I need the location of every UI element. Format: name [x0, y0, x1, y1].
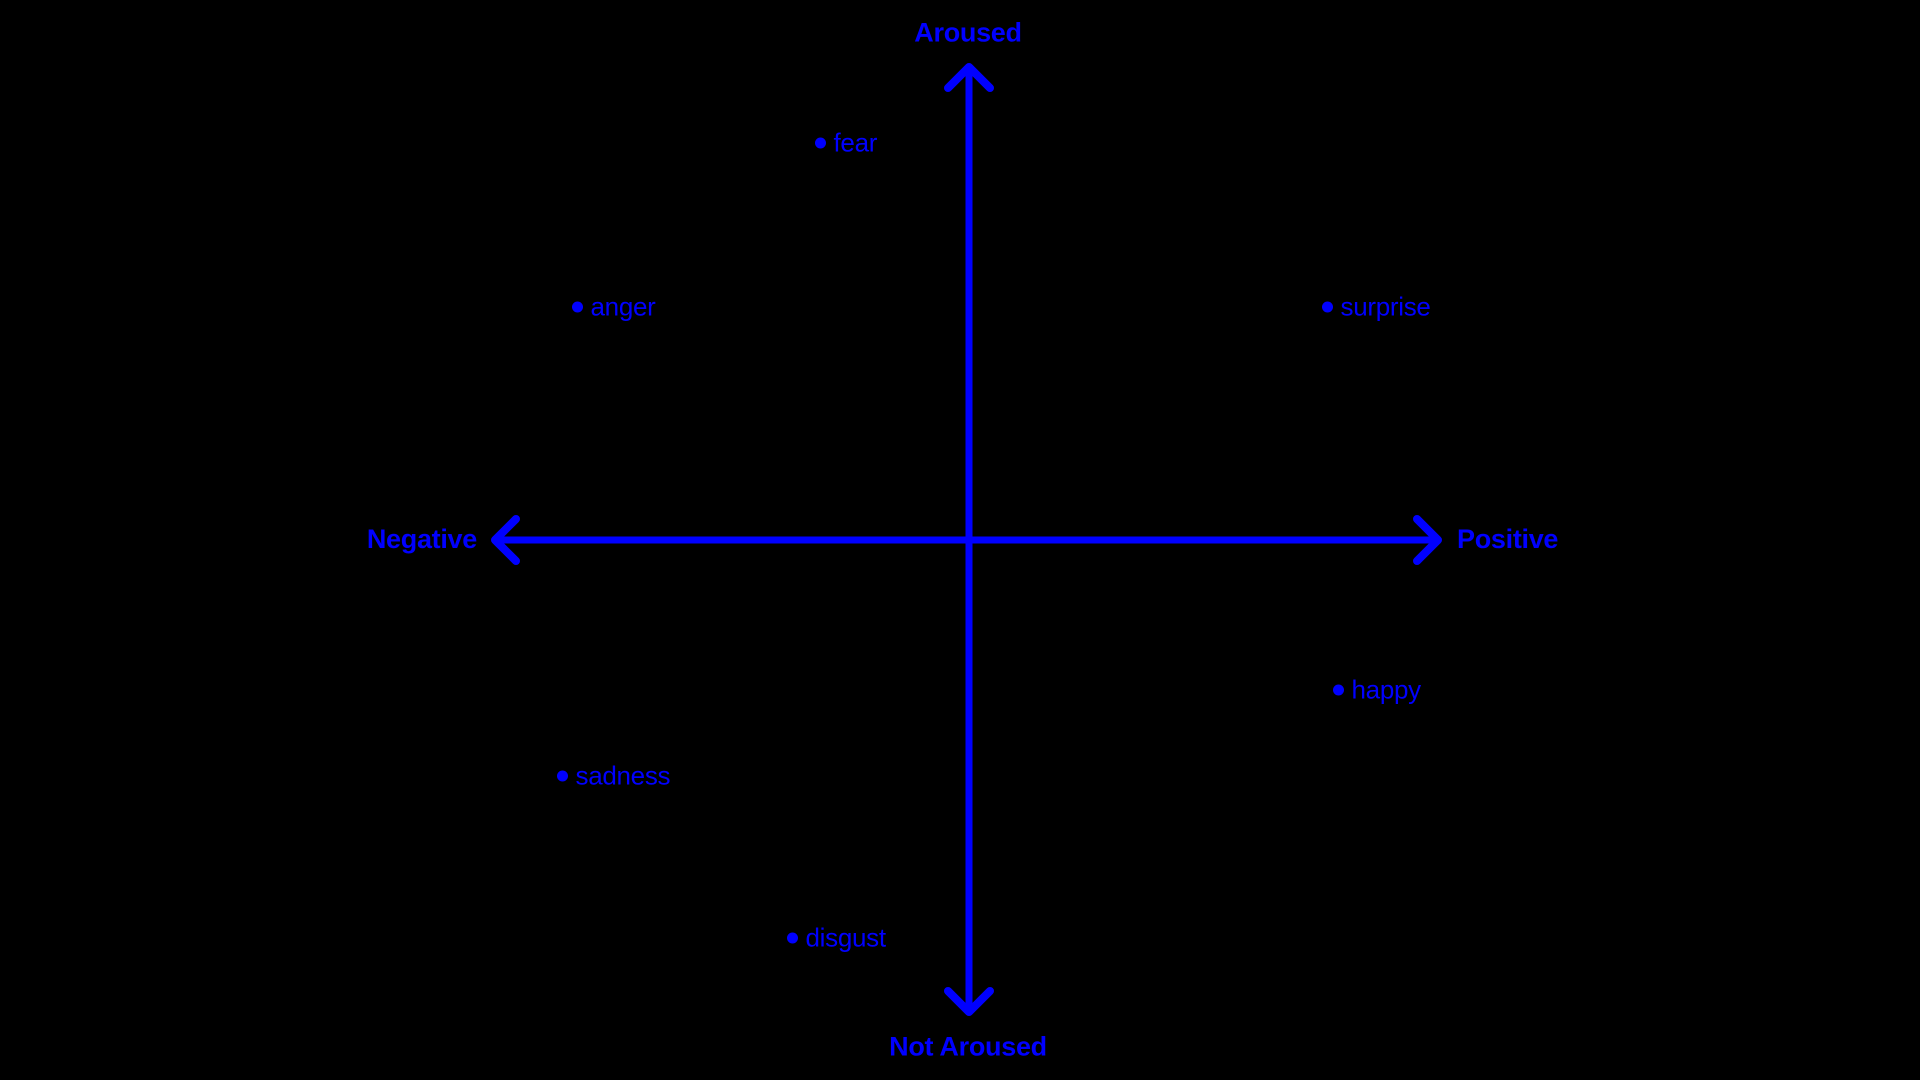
emotion-point-anger: anger — [571, 291, 656, 323]
axis-label-positive: Positive — [1457, 523, 1559, 554]
point-label: surprise — [1340, 291, 1431, 322]
arrowhead-left-icon — [491, 515, 520, 565]
emotion-point-disgust: disgust — [786, 922, 887, 954]
axis-label-aroused: Aroused — [914, 17, 1022, 48]
point-dot-icon — [1332, 684, 1344, 696]
arrowhead-down-icon — [944, 987, 994, 1016]
axis-label-not-aroused: Not Aroused — [889, 1031, 1047, 1062]
point-label: anger — [590, 291, 656, 322]
emotion-point-sadness: sadness — [556, 760, 671, 792]
emotion-point-surprise: surprise — [1321, 291, 1431, 323]
point-dot-icon — [556, 770, 568, 782]
point-label: fear — [833, 127, 878, 158]
emotion-point-happy: happy — [1332, 674, 1422, 706]
point-label: happy — [1351, 674, 1422, 705]
point-dot-icon — [1321, 301, 1333, 313]
axis-label-negative: Negative — [366, 523, 477, 554]
point-label: disgust — [805, 922, 887, 953]
point-dot-icon — [786, 932, 798, 944]
point-dot-icon — [814, 137, 826, 149]
arrowhead-right-icon — [1413, 515, 1442, 565]
emotion-point-fear: fear — [814, 127, 878, 159]
arrowhead-up-icon — [944, 63, 994, 92]
point-dot-icon — [571, 301, 583, 313]
point-label: sadness — [575, 760, 671, 791]
